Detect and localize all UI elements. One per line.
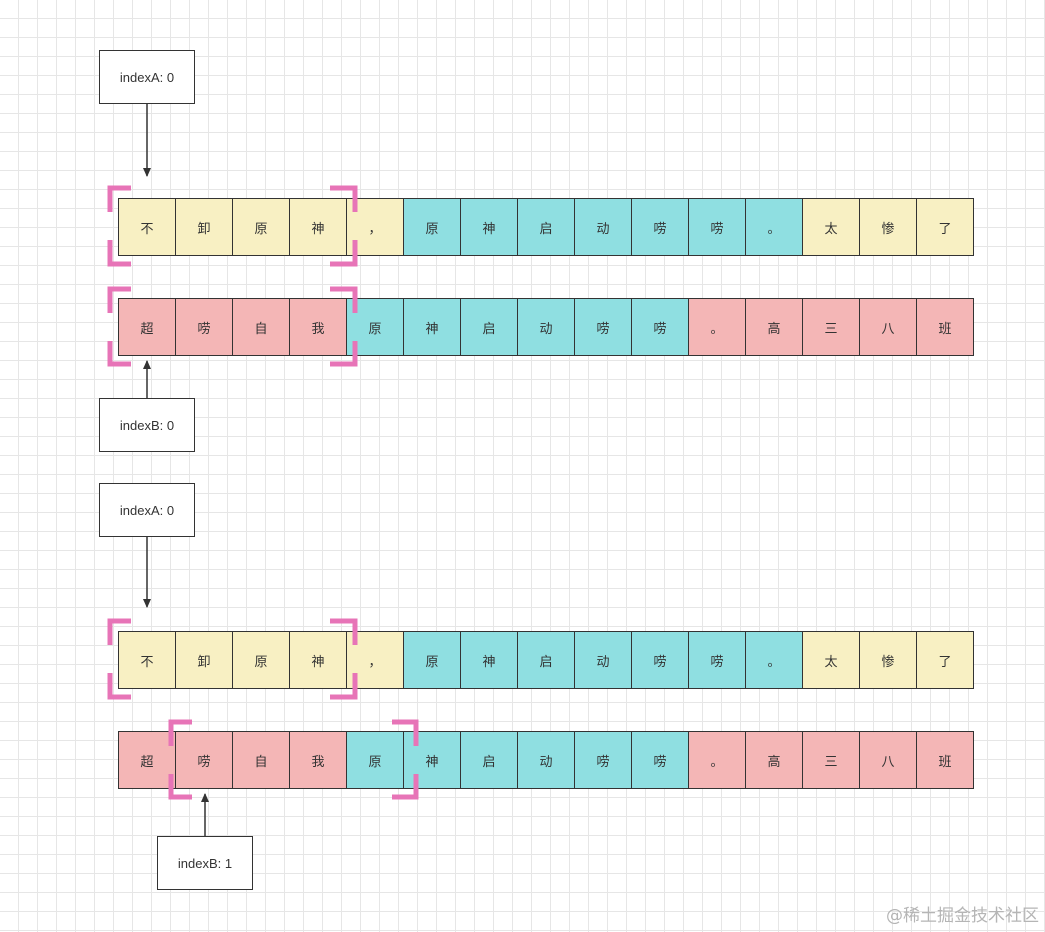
step1-string-a-cell: 原 [403, 198, 461, 256]
step2-string-a-cell: 唠 [631, 631, 689, 689]
step2-indexA-label: indexA: 0 [119, 502, 175, 518]
step2-string-b-cell: 启 [460, 731, 518, 789]
step1-string-b-cell: 三 [802, 298, 860, 356]
step1-indexB-box: indexB: 0 [99, 398, 195, 452]
step1-string-a-cell: 了 [916, 198, 974, 256]
step2-string-a-cell: 神 [289, 631, 347, 689]
step2-string-a-cell: 太 [802, 631, 860, 689]
step1-string-b-row: 超唠自我原神启动唠唠。高三八班 [118, 298, 974, 356]
step2-string-a-cell: 惨 [859, 631, 917, 689]
step1-string-a-cell: 。 [745, 198, 803, 256]
step2-string-b-cell: 唠 [574, 731, 632, 789]
watermark: @稀土掘金技术社区 [886, 906, 1039, 926]
step2-string-b-cell: 唠 [175, 731, 233, 789]
step1-string-b-cell: 自 [232, 298, 290, 356]
step1-indexB-label: indexB: 0 [119, 417, 175, 433]
step1-string-a-cell: 太 [802, 198, 860, 256]
step1-string-b-cell: 高 [745, 298, 803, 356]
step1-string-a-cell: 动 [574, 198, 632, 256]
step1-string-b-cell: 原 [346, 298, 404, 356]
step2-string-a-cell: 启 [517, 631, 575, 689]
step2-string-a-cell: 唠 [688, 631, 746, 689]
step1-string-b-cell: 班 [916, 298, 974, 356]
step2-string-a-cell: 了 [916, 631, 974, 689]
step1-string-a-cell: 卸 [175, 198, 233, 256]
step2-string-b-cell: 原 [346, 731, 404, 789]
step2-string-a-cell: 卸 [175, 631, 233, 689]
step2-string-a-cell: ， [346, 631, 404, 689]
step1-string-b-cell: 动 [517, 298, 575, 356]
step2-string-a-cell: 。 [745, 631, 803, 689]
step1-indexA-box: indexA: 0 [99, 50, 195, 104]
step2-indexB-label: indexB: 1 [177, 855, 233, 871]
step2-string-b-cell: 神 [403, 731, 461, 789]
step1-string-b-cell: 超 [118, 298, 176, 356]
step2-string-b-cell: 高 [745, 731, 803, 789]
step1-string-a-cell: 不 [118, 198, 176, 256]
step2-string-a-row: 不卸原神，原神启动唠唠。太惨了 [118, 631, 974, 689]
step2-string-b-cell: 班 [916, 731, 974, 789]
step2-indexB-box: indexB: 1 [157, 836, 253, 890]
step1-string-a-cell: 原 [232, 198, 290, 256]
step2-string-b-row: 超唠自我原神启动唠唠。高三八班 [118, 731, 974, 789]
step1-string-b-cell: 我 [289, 298, 347, 356]
step1-string-a-cell: 惨 [859, 198, 917, 256]
step1-string-a-cell: 唠 [631, 198, 689, 256]
step2-string-b-cell: 八 [859, 731, 917, 789]
step1-string-b-cell: 八 [859, 298, 917, 356]
step2-string-a-cell: 不 [118, 631, 176, 689]
step1-string-a-cell: 神 [289, 198, 347, 256]
step1-string-b-cell: 启 [460, 298, 518, 356]
step1-string-a-cell: ， [346, 198, 404, 256]
step1-string-a-cell: 神 [460, 198, 518, 256]
step2-string-a-cell: 原 [232, 631, 290, 689]
step2-string-b-cell: 唠 [631, 731, 689, 789]
step1-string-b-cell: 唠 [631, 298, 689, 356]
step1-indexA-label: indexA: 0 [119, 69, 175, 85]
step1-string-b-cell: 。 [688, 298, 746, 356]
step1-string-b-cell: 神 [403, 298, 461, 356]
step1-string-b-cell: 唠 [175, 298, 233, 356]
step1-string-b-cell: 唠 [574, 298, 632, 356]
step2-indexA-box: indexA: 0 [99, 483, 195, 537]
step1-string-a-row: 不卸原神，原神启动唠唠。太惨了 [118, 198, 974, 256]
step1-string-a-cell: 唠 [688, 198, 746, 256]
step2-string-a-cell: 原 [403, 631, 461, 689]
step2-string-b-cell: 。 [688, 731, 746, 789]
step2-string-a-cell: 动 [574, 631, 632, 689]
step2-string-b-cell: 我 [289, 731, 347, 789]
step2-string-b-cell: 三 [802, 731, 860, 789]
step2-string-b-cell: 自 [232, 731, 290, 789]
step2-string-b-cell: 动 [517, 731, 575, 789]
step2-string-b-cell: 超 [118, 731, 176, 789]
step1-string-a-cell: 启 [517, 198, 575, 256]
step2-string-a-cell: 神 [460, 631, 518, 689]
